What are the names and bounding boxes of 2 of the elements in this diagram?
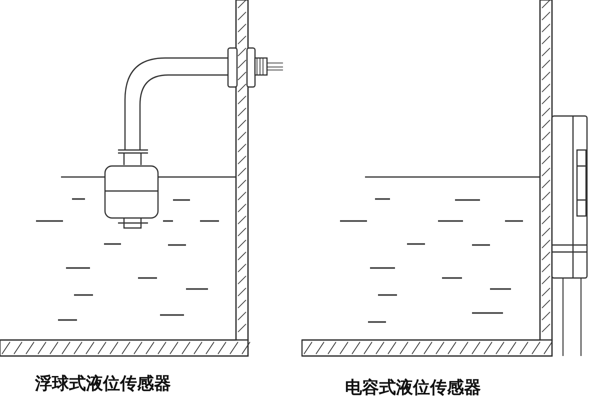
- caption: 浮球式液位传感器: [35, 373, 171, 395]
- caption: 电容式液位传感器: [345, 377, 481, 399]
